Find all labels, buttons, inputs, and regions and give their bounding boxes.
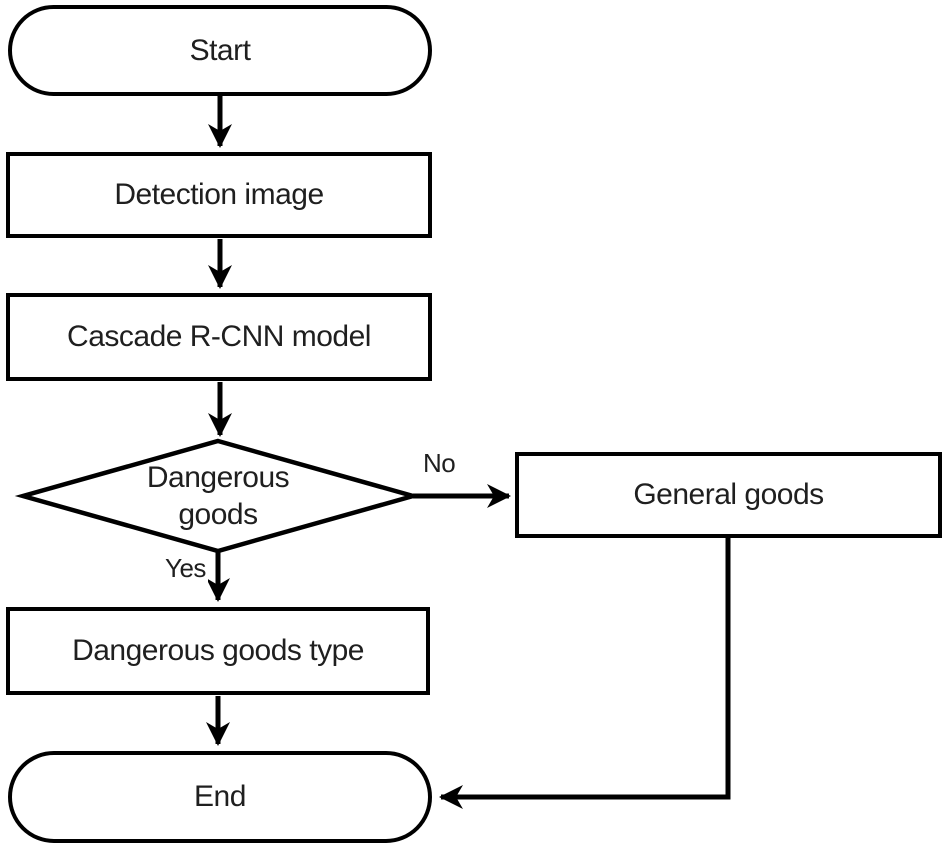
node-start: Start [8,5,432,96]
node-cascade-rcnn-model: Cascade R-CNN model [6,293,432,381]
node-end: End [8,751,432,843]
node-dangerous-goods-type: Dangerous goods type [6,607,430,695]
node-detection-image: Detection image [6,152,432,238]
edge-general-goods-to-end [439,538,731,809]
node-dangerous-goods-decision: Dangerous goods [146,460,290,532]
edge-label-no: No [421,448,458,479]
edge-label-yes: Yes [163,553,208,584]
node-general-goods: General goods [515,452,942,538]
